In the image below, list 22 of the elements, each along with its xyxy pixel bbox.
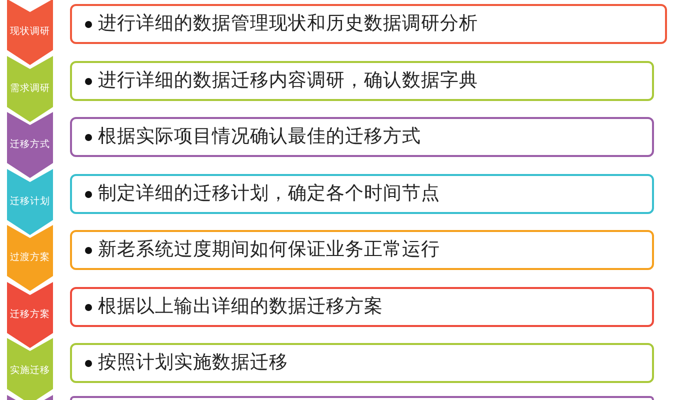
bullet-text: 新老系统过度期间如何保证业务正常运行 <box>98 239 440 261</box>
content-box <box>70 4 667 44</box>
step-label: 需求调研 <box>9 82 51 94</box>
step-label: 迁移计划 <box>9 196 51 208</box>
content-box <box>70 396 654 400</box>
step-label: 迁移方式 <box>9 139 51 151</box>
step-label: 实施迁移 <box>9 365 51 377</box>
step-label: 过渡方案 <box>9 252 51 264</box>
content-box <box>70 230 654 270</box>
bullet-text: 根据以上输出详细的数据迁移方案 <box>98 296 383 318</box>
bullet-text: 根据实际项目情况确认最佳的迁移方式 <box>98 126 421 148</box>
step-label: 现状调研 <box>9 26 51 38</box>
bullet-text: 制定详细的迁移计划，确定各个时间节点 <box>98 182 440 204</box>
content-box <box>70 343 654 383</box>
content-box <box>70 117 654 157</box>
content-box <box>70 174 654 214</box>
step-label: 迁移方案 <box>9 308 51 320</box>
bullet-text: 按照计划实施数据迁移 <box>98 352 288 374</box>
content-box <box>70 60 654 100</box>
bullet-text: 进行详细的数据管理现状和历史数据调研分析 <box>98 13 478 35</box>
content-box <box>70 286 654 326</box>
bullet-text: 进行详细的数据迁移内容调研，确认数据字典 <box>98 70 478 92</box>
